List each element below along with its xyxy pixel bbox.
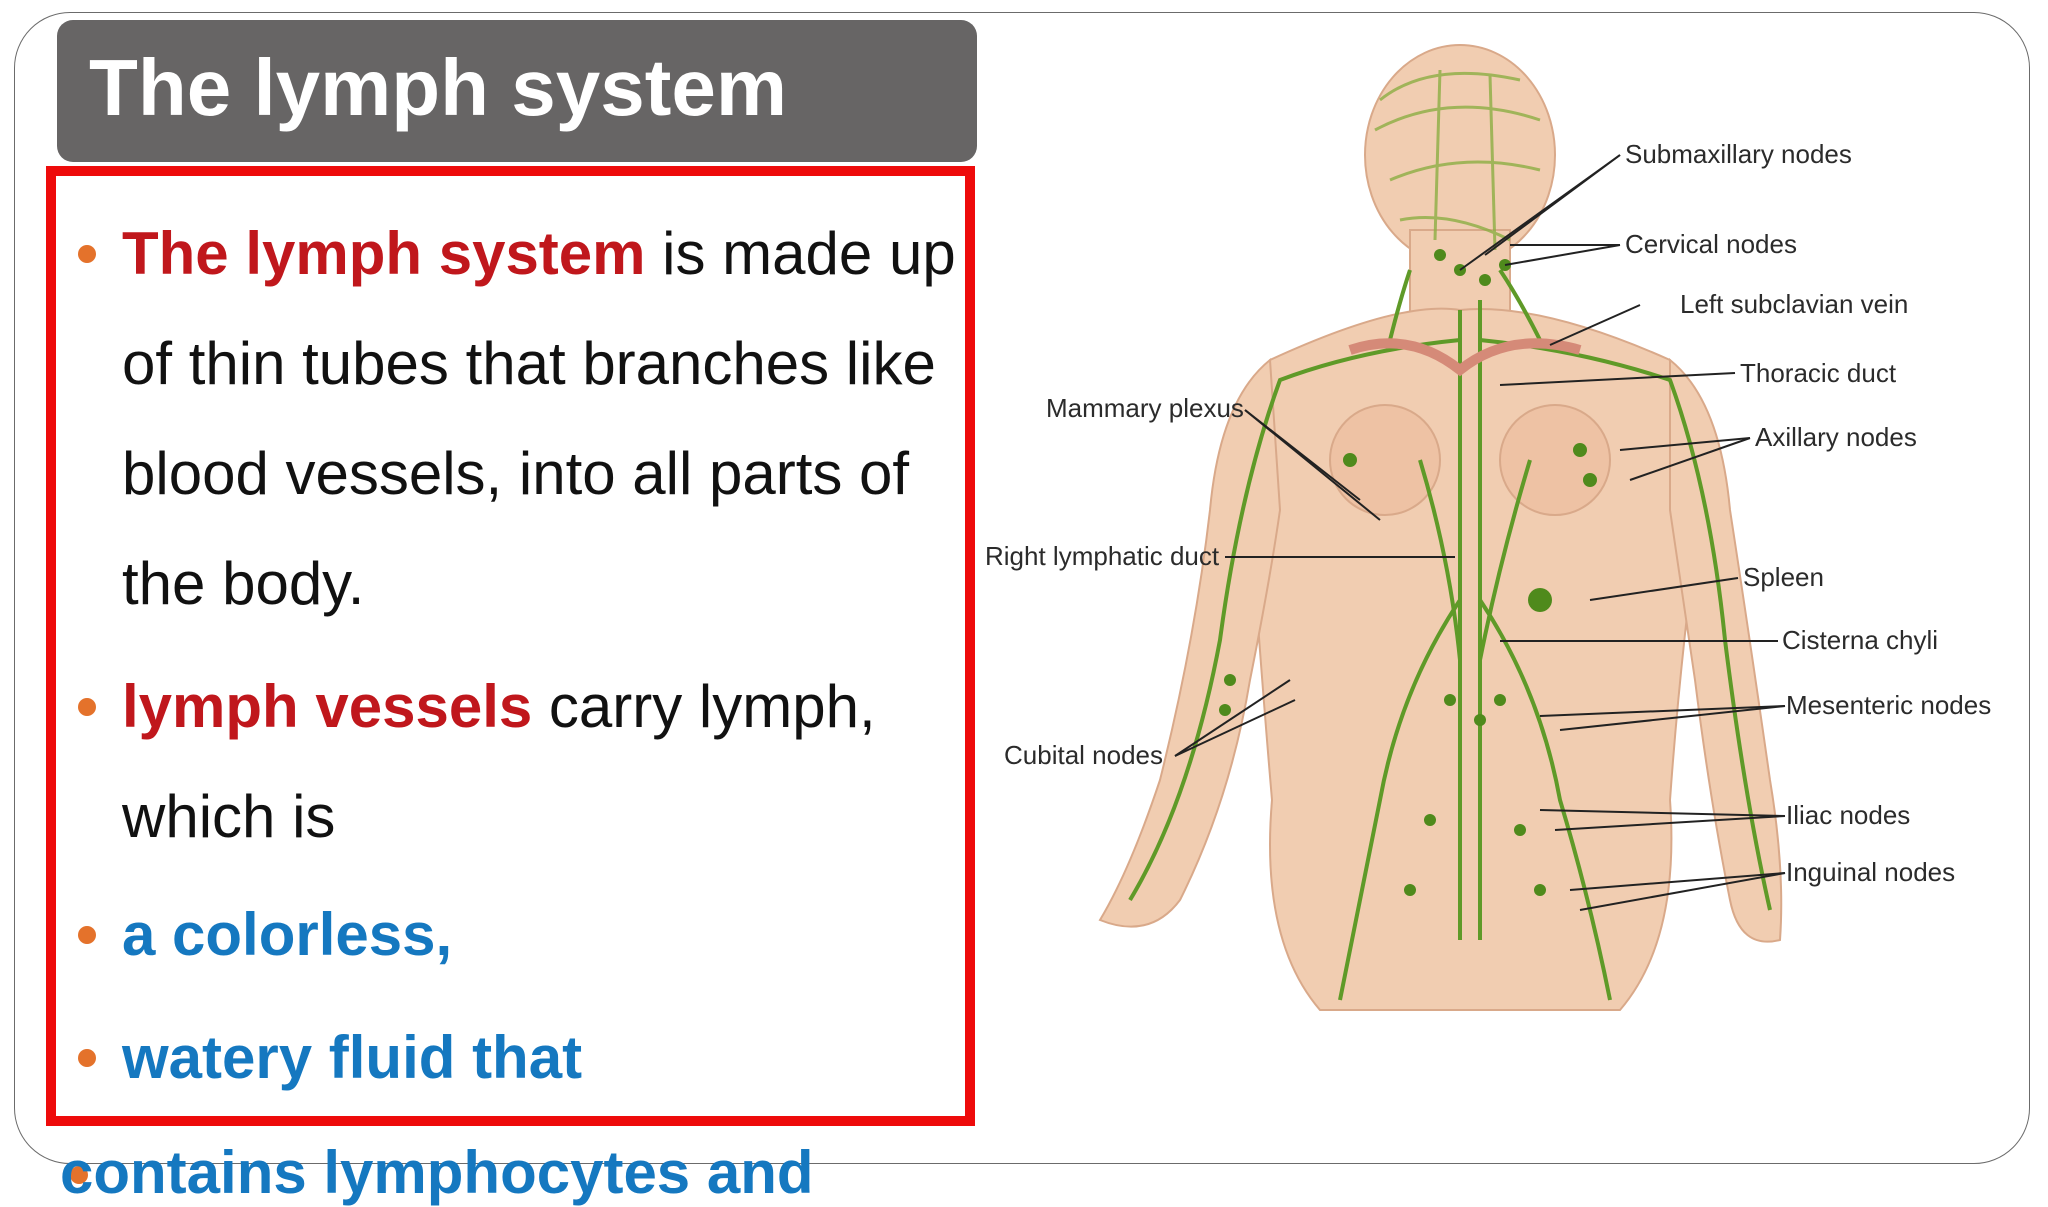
- bullet-blue-text: watery fluid that: [122, 1024, 583, 1091]
- label-left-subclavian-vein: Left subclavian vein: [1680, 289, 1908, 319]
- slide-title: The lymph system: [89, 43, 788, 132]
- bullet-dot: [78, 926, 96, 944]
- label-mesenteric-nodes: Mesenteric nodes: [1786, 690, 1991, 720]
- bullet-dot: [78, 698, 96, 716]
- bullet-item: The lymph system is made up of thin tube…: [56, 199, 965, 639]
- body-silhouette: [1098, 44, 1783, 1011]
- label-iliac-nodes: Iliac nodes: [1786, 800, 1910, 830]
- bullet-dot: [78, 245, 96, 263]
- label-cubital-nodes: Cubital nodes: [1004, 740, 1163, 770]
- content-box: The lymph system is made up of thin tube…: [46, 166, 975, 1126]
- overflow-bullet-text: contains lymphocytes and: [60, 1139, 814, 1206]
- title-bar: The lymph system: [57, 20, 977, 162]
- lymph-nodes: [1219, 249, 1597, 896]
- label-inguinal-nodes: Inguinal nodes: [1786, 857, 1955, 887]
- bullet-item: a colorless,: [56, 880, 965, 990]
- label-cervical-nodes: Cervical nodes: [1625, 229, 1797, 259]
- label-mammary-plexus: Mammary plexus: [1046, 393, 1244, 423]
- label-thoracic-duct: Thoracic duct: [1740, 358, 1897, 388]
- head-vessels: [1374, 69, 1541, 251]
- overflow-bullet-dot: [70, 1166, 88, 1184]
- lymph-vessels: [1128, 268, 1772, 1001]
- bullet-text: is made up of thin tubes that branches l…: [122, 220, 956, 617]
- leader-lines: [1174, 154, 1786, 911]
- label-right-lymphatic-duct: Right lymphatic duct: [985, 541, 1220, 571]
- diagram-labels: Submaxillary nodes Cervical nodes Left s…: [985, 139, 1991, 887]
- label-spleen: Spleen: [1743, 562, 1824, 592]
- bullet-dot: [78, 1049, 96, 1067]
- bullet-item: watery fluid that: [56, 1003, 965, 1113]
- subclavian-vein: [1348, 338, 1582, 377]
- label-submaxillary-nodes: Submaxillary nodes: [1625, 139, 1852, 169]
- bullet-bold-text: The lymph system: [122, 220, 646, 287]
- bullet-blue-text: a colorless,: [122, 901, 453, 968]
- label-axillary-nodes: Axillary nodes: [1755, 422, 1917, 452]
- label-cisterna-chyli: Cisterna chyli: [1782, 625, 1938, 655]
- bullet-item: lymph vessels carry lymph, which is: [56, 652, 965, 872]
- bullet-text: carry lymph, which is: [122, 673, 876, 850]
- bullet-bold-text: lymph vessels: [122, 673, 533, 740]
- lymph-system-diagram: Submaxillary nodes Cervical nodes Left s…: [985, 44, 1991, 1011]
